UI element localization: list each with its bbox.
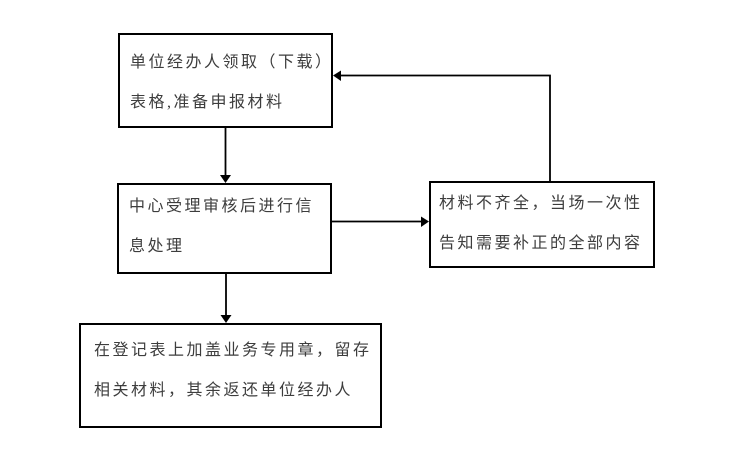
node-text-line: 材料不齐全，当场一次性 — [439, 195, 643, 212]
arrow-incomplete-to-collect — [333, 70, 551, 181]
arrow-review-to-incomplete — [332, 216, 429, 227]
arrow-collect-to-review — [220, 128, 231, 183]
flow-node-stamp-and-return: 在登记表上加盖业务专用章，留存 相关材料，其余返还单位经办人 — [79, 323, 382, 428]
node-text-line: 息处理 — [129, 238, 185, 255]
flow-node-center-review: 中心受理审核后进行信 息处理 — [117, 183, 332, 274]
node-text-line: 表格,准备申报材料 — [130, 94, 285, 111]
node-text-line: 中心受理审核后进行信 — [129, 198, 315, 215]
node-text-line: 单位经办人领取（下载） — [130, 54, 334, 71]
arrow-review-to-stamp — [220, 274, 232, 323]
node-text-line: 在登记表上加盖业务专用章，留存 — [94, 342, 372, 359]
flow-node-collect-form: 单位经办人领取（下载） 表格,准备申报材料 — [118, 33, 333, 128]
node-text-line: 告知需要补正的全部内容 — [439, 235, 643, 252]
flow-node-incomplete-materials: 材料不齐全，当场一次性 告知需要补正的全部内容 — [429, 181, 655, 268]
node-text-line: 相关材料，其余返还单位经办人 — [94, 382, 354, 399]
